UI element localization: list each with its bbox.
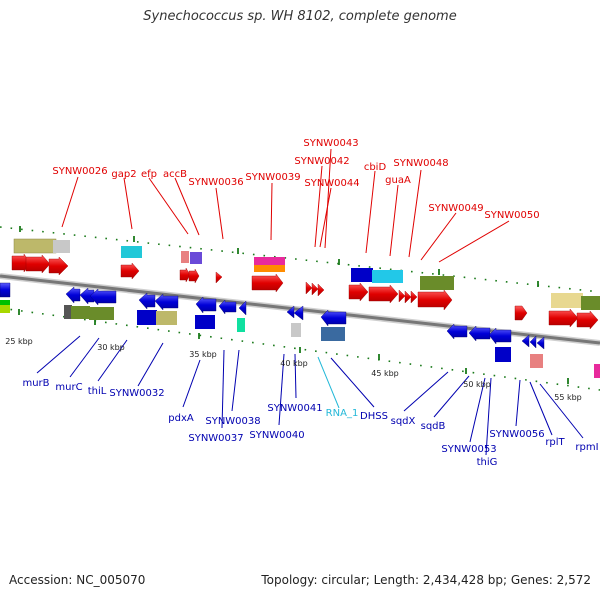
label-rplt: rplT (545, 437, 565, 448)
label-thig: thiG (477, 457, 498, 468)
label-thil: thiL (88, 386, 107, 397)
scale-labels: 25 kbp 30 kbp 35 kbp 40 kbp 45 kbp 50 kb… (5, 337, 582, 402)
label-synw0032: SYNW0032 (109, 388, 164, 399)
label-guaa: guaA (385, 175, 411, 186)
label-murc: murC (55, 382, 82, 393)
label-synw0042: SYNW0042 (294, 156, 349, 167)
label-synw0049: SYNW0049 (428, 203, 483, 214)
label-synw0041: SYNW0041 (267, 403, 322, 414)
label-synw0043: SYNW0043 (303, 138, 358, 149)
accession-text: Accession: NC_005070 (9, 573, 146, 587)
scale-45kbp: 45 kbp (371, 369, 399, 378)
label-synw0053: SYNW0053 (441, 444, 496, 455)
scale-25kbp: 25 kbp (5, 337, 33, 346)
label-dhss: DHSS (360, 411, 388, 422)
bottom-gene-labels: murB murC thiL SYNW0032 pdxA SYNW0038 SY… (22, 378, 598, 468)
label-cbid: cbiD (364, 162, 387, 173)
callout-lines-bottom (36, 335, 584, 456)
forward-genes (11, 253, 599, 330)
label-murb: murB (22, 378, 49, 389)
label-rpmi: rpmI (575, 442, 598, 453)
label-pdxa: pdxA (168, 413, 194, 424)
scale-30kbp: 30 kbp (97, 343, 125, 352)
callout-line-rna (317, 356, 340, 409)
scale-40kbp: 40 kbp (280, 359, 308, 368)
label-synw0044: SYNW0044 (304, 178, 359, 189)
label-rna-1: RNA_1 (326, 408, 359, 419)
upper-features (13, 238, 600, 310)
label-synw0039: SYNW0039 (245, 172, 300, 183)
reverse-genes (0, 282, 545, 350)
top-gene-labels: SYNW0026 gap2 efp accB SYNW0036 SYNW0039… (52, 138, 539, 221)
label-synw0056: SYNW0056 (489, 429, 544, 440)
map-title: Synechococcus sp. WH 8102, complete geno… (143, 9, 457, 24)
scale-50kbp: 50 kbp (463, 380, 491, 389)
label-synw0050: SYNW0050 (484, 210, 539, 221)
scale-35kbp: 35 kbp (189, 350, 217, 359)
scale-55kbp: 55 kbp (554, 393, 582, 402)
lower-features (0, 300, 600, 378)
label-synw0026: SYNW0026 (52, 166, 107, 177)
label-synw0048: SYNW0048 (393, 158, 448, 169)
label-sqdb: sqdB (421, 421, 446, 432)
label-accb: accB (163, 169, 187, 180)
label-gap2: gap2 (111, 169, 136, 180)
label-synw0040: SYNW0040 (249, 430, 304, 441)
label-sqdx: sqdX (391, 416, 416, 427)
topology-text: Topology: circular; Length: 2,434,428 bp… (261, 573, 591, 587)
label-synw0037: SYNW0037 (188, 433, 243, 444)
callout-lines-top (61, 148, 510, 263)
label-synw0038: SYNW0038 (205, 416, 260, 427)
major-ticks (18, 226, 569, 384)
label-synw0036: SYNW0036 (188, 177, 243, 188)
label-efp: efp (141, 169, 157, 180)
